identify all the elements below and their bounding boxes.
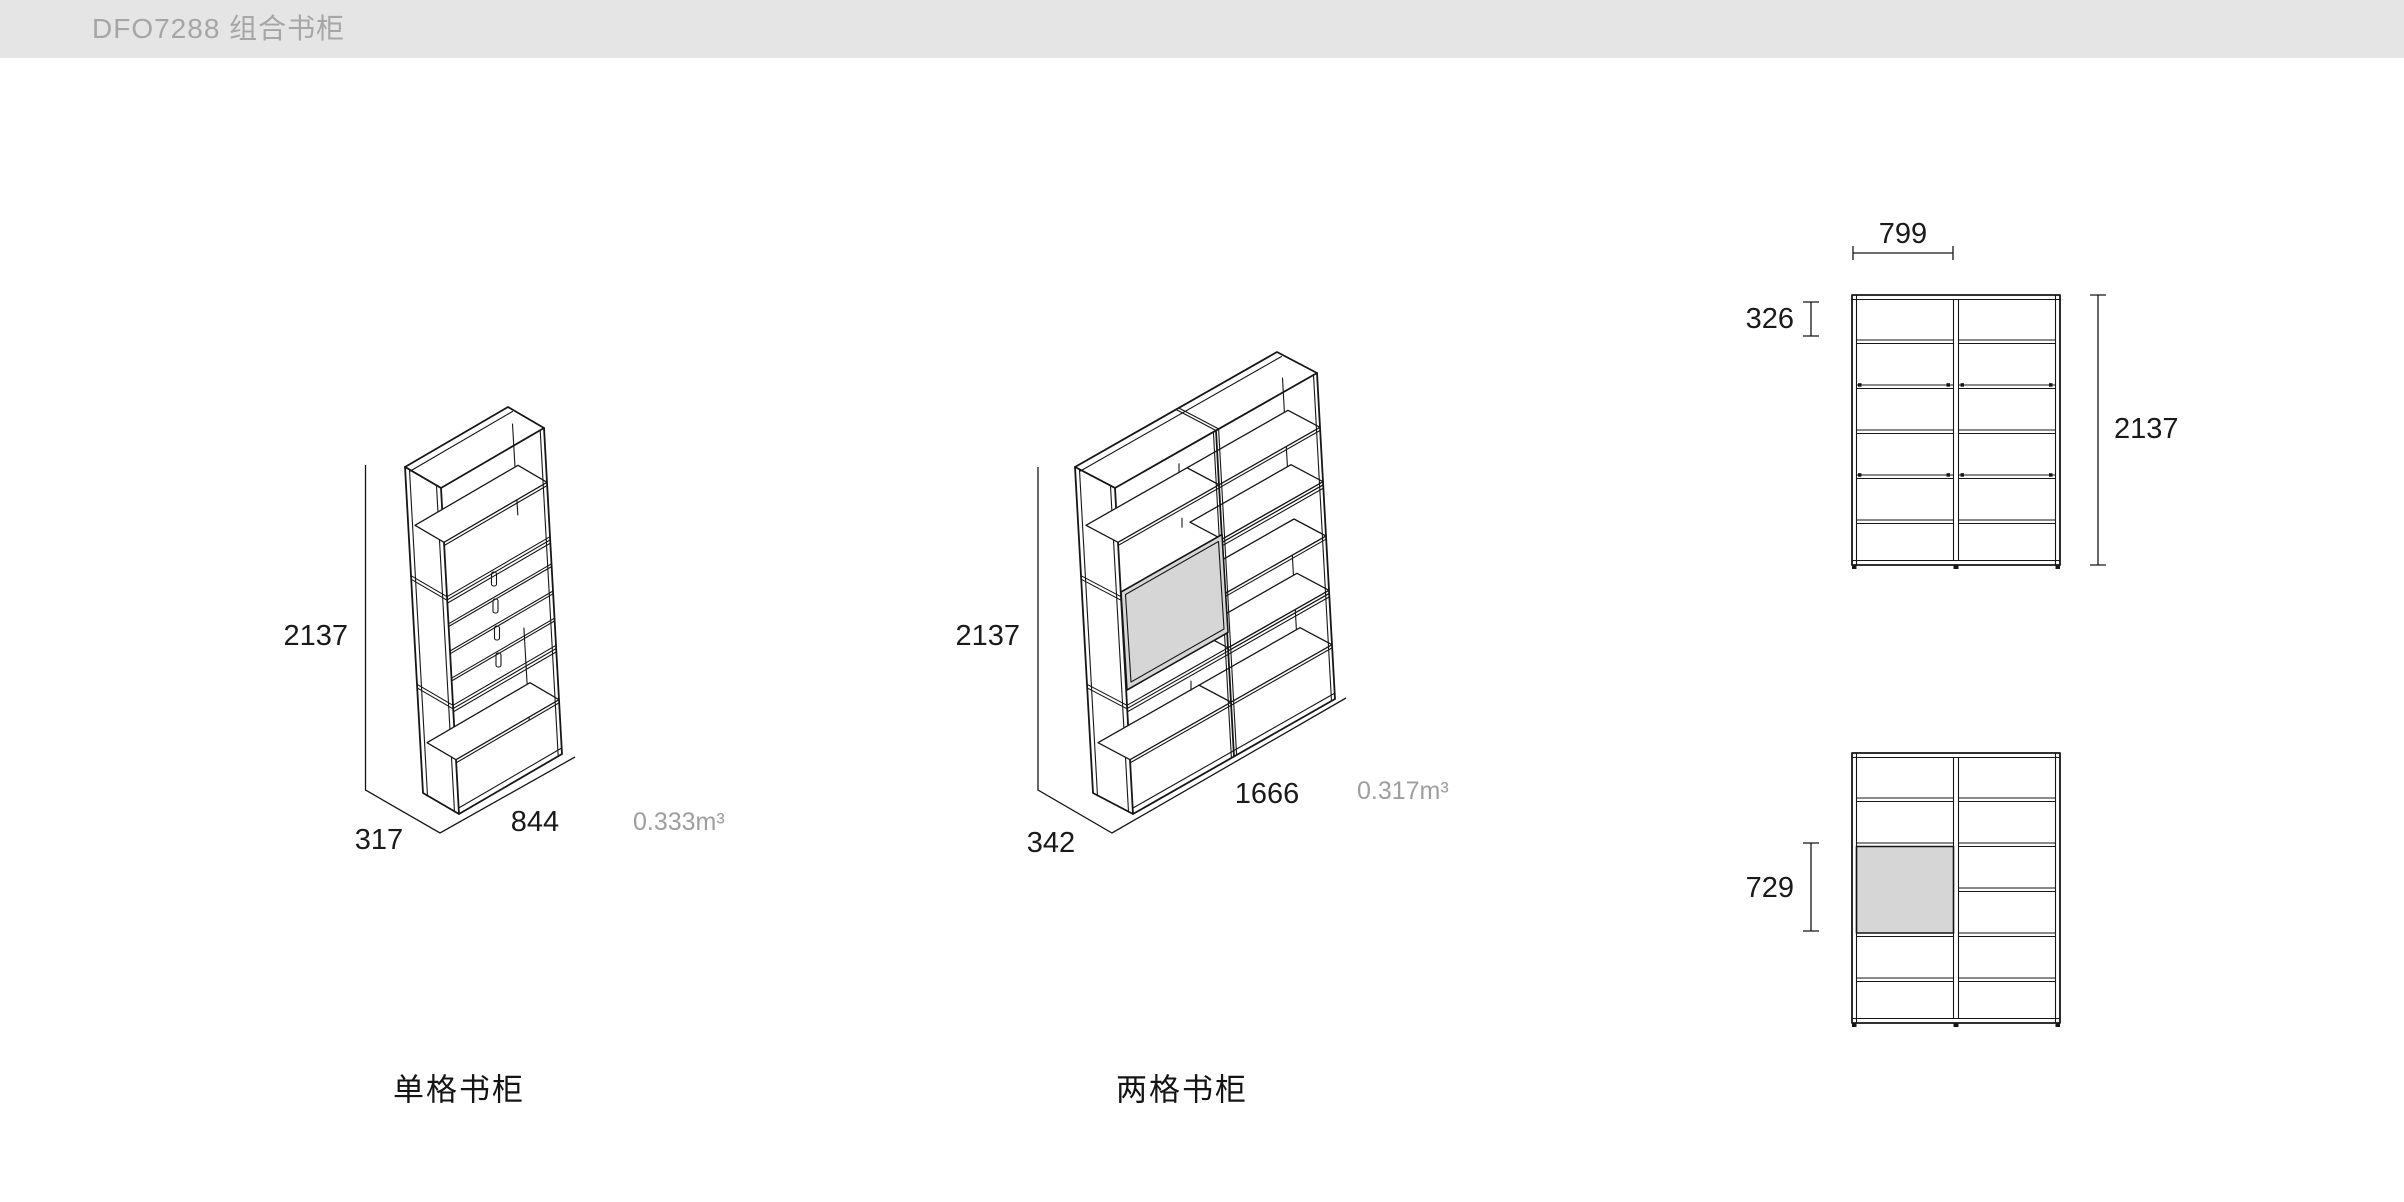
- double-height-label: 2137: [955, 620, 1020, 652]
- double-bookcase-drawing: 2137 342 1666 0.317m³ 两格书柜: [955, 351, 1449, 1108]
- double-bookcase-caption: 两格书柜: [1116, 1073, 1248, 1108]
- sliding-door-panel: [1120, 533, 1229, 691]
- feet-marks: [1852, 565, 2060, 569]
- page-title: DFO7288 组合书柜: [92, 13, 346, 44]
- elevation-total-height-label: 2137: [2114, 413, 2179, 445]
- door-cell-highlight: [1855, 845, 1955, 934]
- double-depth-label: 342: [1027, 827, 1075, 859]
- front-elevation-top: 799 326 2137: [1746, 218, 2179, 569]
- shelf-pin-marks: [1858, 383, 2053, 477]
- elevation-door-height-label: 729: [1746, 872, 1794, 904]
- elevation-column-width-label: 799: [1879, 218, 1927, 250]
- double-dimension-lines: [1037, 467, 1347, 834]
- single-volume-label: 0.333m³: [633, 808, 725, 836]
- single-height-label: 2137: [283, 620, 348, 652]
- single-bookcase-caption: 单格书柜: [393, 1073, 525, 1108]
- feet-marks: [1852, 1023, 2060, 1027]
- single-dimension-lines: [364, 465, 576, 834]
- drawer-slot-icons: [490, 571, 502, 668]
- single-width-label: 844: [511, 806, 559, 838]
- double-volume-label: 0.317m³: [1357, 777, 1449, 805]
- single-bookcase-drawing: 2137 317 844 0.333m³ 单格书柜: [283, 406, 725, 1108]
- double-width-label: 1666: [1235, 778, 1300, 810]
- front-elevation-bottom: 729: [1746, 752, 2061, 1027]
- header-bar: DFO7288 组合书柜: [0, 0, 2404, 58]
- single-depth-label: 317: [355, 824, 403, 856]
- elevation-top-cell-height-label: 326: [1746, 303, 1794, 335]
